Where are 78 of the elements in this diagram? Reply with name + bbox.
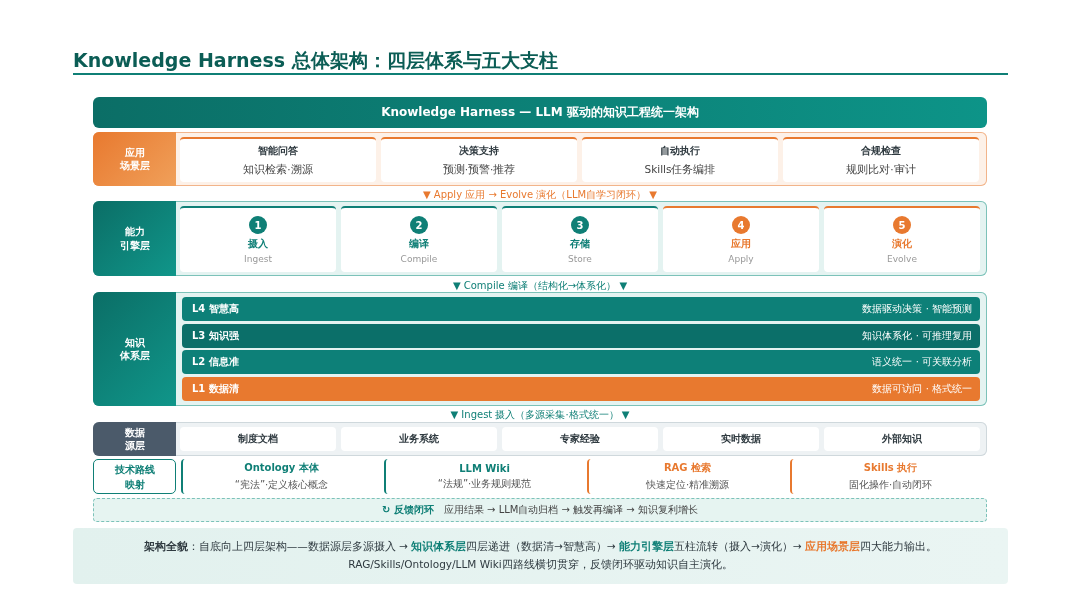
source-title: 外部知识 (882, 432, 922, 446)
level-title: L4 智慧高 (192, 302, 239, 316)
card-title: 自动执行 (660, 144, 700, 158)
card-description: Skills任务编排 (644, 163, 716, 177)
card-title: 存储 (570, 237, 590, 251)
capability-card (341, 206, 497, 272)
layer-heading: 数据源层 (93, 422, 176, 456)
level-bar (182, 323, 980, 348)
source-title: 专家经验 (560, 432, 600, 446)
summary-text: 架构全貌：自底向上四层架构——数据源层多源摄入 → 知识体系层四层递进（数据清→智慧高）→ 能力引擎层五柱流转（摄入→演化）→ 应用场景层四大能力输出。 (143, 540, 938, 554)
layer-panel (93, 201, 987, 276)
layer-panel (93, 292, 987, 406)
card-title: 合规检查 (861, 144, 901, 158)
card-title: 智能问答 (258, 144, 298, 158)
level-description: 知识体系化 · 可推理复用 (862, 328, 972, 343)
route-title: RAG 检索 (663, 461, 712, 475)
banner-title: Knowledge Harness — LLM 驱动的知识工程统一架构 (381, 104, 699, 121)
flow-annotation: ▼ Compile 编译（结构化→体系化） ▼ (451, 279, 629, 293)
card-subtitle: Ingest (244, 254, 272, 264)
summary-panel (73, 528, 1008, 584)
card-subtitle: Store (568, 254, 592, 264)
layer-heading: 知识体系层 (93, 292, 176, 406)
card-subtitle: Compile (400, 254, 438, 264)
card-description: 知识检索·溯源 (243, 163, 313, 177)
level-title: L3 知识强 (192, 328, 239, 343)
route-title: LLM Wiki (459, 462, 510, 474)
layer-heading: 能力引擎层 (93, 201, 176, 276)
route-heading: 技术路线映射 (93, 459, 176, 494)
flow-annotation: ▼ Apply 应用 → Evolve 演化（LLM自学习闭环） ▼ (421, 188, 658, 202)
level-title: L1 数据清 (192, 381, 239, 396)
card-subtitle: Apply (728, 254, 754, 264)
flow-annotation: ▼ Ingest 摄入（多源采集·格式统一） ▼ (449, 408, 631, 422)
capability-card (180, 206, 336, 272)
capability-card (824, 206, 980, 272)
layer-panel (93, 422, 987, 456)
scenario-card (783, 137, 979, 182)
step-number: 2 (410, 216, 428, 234)
route-description: 固化操作·自动闭环 (848, 478, 933, 492)
level-bar (182, 376, 980, 401)
card-title: 摄入 (248, 237, 268, 251)
card-title: 编译 (409, 237, 429, 251)
title-banner (93, 97, 987, 128)
route-title: Ontology 本体 (244, 461, 319, 475)
card-title: 应用 (731, 237, 751, 251)
scenario-card (582, 137, 778, 182)
feedback-title: ↻ 反馈闭环 (382, 503, 434, 517)
level-description: 数据驱动决策 · 智能预测 (862, 302, 972, 316)
page-title: Knowledge Harness 总体架构：四层体系与五大支柱 (73, 48, 558, 73)
step-number: 1 (249, 216, 267, 234)
step-number: 5 (893, 216, 911, 234)
step-number: 4 (732, 216, 750, 234)
feedback-text: 应用结果 → LLM自动归档 → 触发再编译 → 知识复利增长 (443, 503, 698, 517)
card-subtitle: Evolve (887, 254, 917, 264)
step-number: 3 (571, 216, 589, 234)
route-description: “法规”·业务规则规范 (437, 476, 532, 491)
route-description: 快速定位·精准溯源 (645, 478, 730, 492)
layer-panel (93, 132, 987, 186)
card-title: 演化 (892, 237, 912, 251)
level-description: 数据可访问 · 格式统一 (872, 381, 972, 396)
route-title: Skills 执行 (863, 461, 918, 475)
feedback-panel (93, 498, 987, 522)
level-description: 语义统一 · 可关联分析 (872, 355, 972, 369)
source-title: 业务系统 (399, 432, 439, 446)
capability-card (663, 206, 819, 272)
card-description: 预测·预警·推荐 (442, 163, 516, 177)
card-description: 规则比对·审计 (846, 163, 916, 177)
summary-text: RAG/Skills/Ontology/LLM Wiki四路线横切贯穿，反馈闭环驱动知识自主演化。 (348, 558, 733, 572)
level-title: L2 信息准 (192, 355, 239, 369)
card-title: 决策支持 (459, 144, 499, 158)
scenario-card (180, 137, 376, 182)
level-bar (182, 350, 980, 374)
source-title: 制度文档 (238, 432, 278, 446)
source-title: 实时数据 (721, 432, 761, 446)
capability-card (502, 206, 658, 272)
scenario-card (381, 137, 577, 182)
layer-heading: 应用场景层 (93, 132, 176, 186)
route-description: “宪法”·定义核心概念 (234, 478, 329, 492)
level-bar (182, 297, 980, 321)
